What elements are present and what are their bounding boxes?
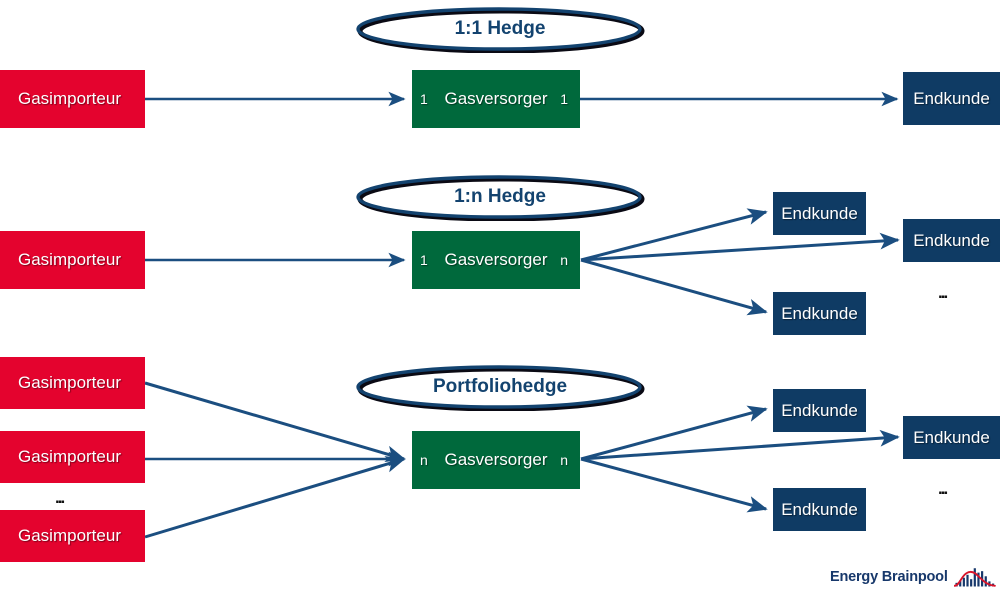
customer-box-r1-a[interactable]: Endkunde [903, 72, 1000, 125]
customer-box-r2-b[interactable]: Endkunde [903, 219, 1000, 262]
bell-curve-bar-chart-icon [953, 568, 996, 587]
customer-label: Endkunde [781, 203, 858, 223]
supplier-left-multiplicity: 1 [420, 252, 428, 268]
supplier-left-multiplicity: n [420, 452, 428, 468]
supplier-box-r3[interactable]: n Gasversorger n [412, 431, 580, 489]
importer-box-r3-c[interactable]: Gasimporteur [0, 510, 145, 562]
edge-supplier-to-customer-r3-c [580, 457, 768, 513]
edge-supplier-to-customer-r3-a [580, 405, 768, 461]
customer-label: Endkunde [913, 88, 990, 108]
customer-label: Endkunde [781, 400, 858, 420]
importer-label: Gasimporteur [18, 250, 121, 269]
customer-box-r3-a[interactable]: Endkunde [773, 389, 866, 432]
supplier-label: Gasversorger [444, 450, 548, 469]
edge-supplier-to-customer-r2-a [580, 208, 768, 262]
importer-label: Gasimporteur [18, 447, 121, 466]
logo-text: Energy Brainpool [830, 569, 948, 585]
importer-ellipsis-r3: ... [55, 488, 65, 507]
supplier-left-multiplicity: 1 [420, 91, 428, 107]
supplier-box-r1[interactable]: 1 Gasversorger 1 [412, 70, 580, 128]
edge-supplier-to-customer-r3-b [580, 429, 900, 461]
importer-label: Gasimporteur [18, 89, 121, 108]
edge-importer-to-supplier-r3-c [144, 456, 406, 539]
customer-ellipsis-r3: ... [938, 479, 948, 498]
supplier-label: Gasversorger [444, 250, 548, 269]
edge-supplier-to-customer-r2-b [580, 232, 900, 262]
customer-box-r3-c[interactable]: Endkunde [773, 488, 866, 531]
customer-box-r3-b[interactable]: Endkunde [903, 416, 1000, 459]
importer-label: Gasimporteur [18, 373, 121, 392]
importer-box-r3-b[interactable]: Gasimporteur [0, 431, 145, 483]
customer-label: Endkunde [913, 427, 990, 447]
energy-brainpool-logo: Energy Brainpool [828, 562, 996, 592]
customer-ellipsis-r2: ... [938, 283, 948, 302]
supplier-right-multiplicity: n [560, 252, 568, 268]
importer-box-r2[interactable]: Gasimporteur [0, 231, 145, 289]
edge-importer-to-supplier-r3-a [144, 381, 406, 462]
customer-box-r2-a[interactable]: Endkunde [773, 192, 866, 235]
customer-label: Endkunde [781, 303, 858, 323]
importer-box-r1[interactable]: Gasimporteur [0, 70, 145, 128]
supplier-right-multiplicity: n [560, 452, 568, 468]
supplier-box-r2[interactable]: 1 Gasversorger n [412, 231, 580, 289]
importer-box-r3-a[interactable]: Gasimporteur [0, 357, 145, 409]
importer-label: Gasimporteur [18, 526, 121, 545]
customer-label: Endkunde [913, 230, 990, 250]
supplier-label: Gasversorger [444, 89, 548, 108]
customer-box-r2-c[interactable]: Endkunde [773, 292, 866, 335]
edge-supplier-to-customer-r2-c [580, 258, 768, 316]
supplier-right-multiplicity: 1 [560, 91, 568, 107]
customer-label: Endkunde [781, 499, 858, 519]
